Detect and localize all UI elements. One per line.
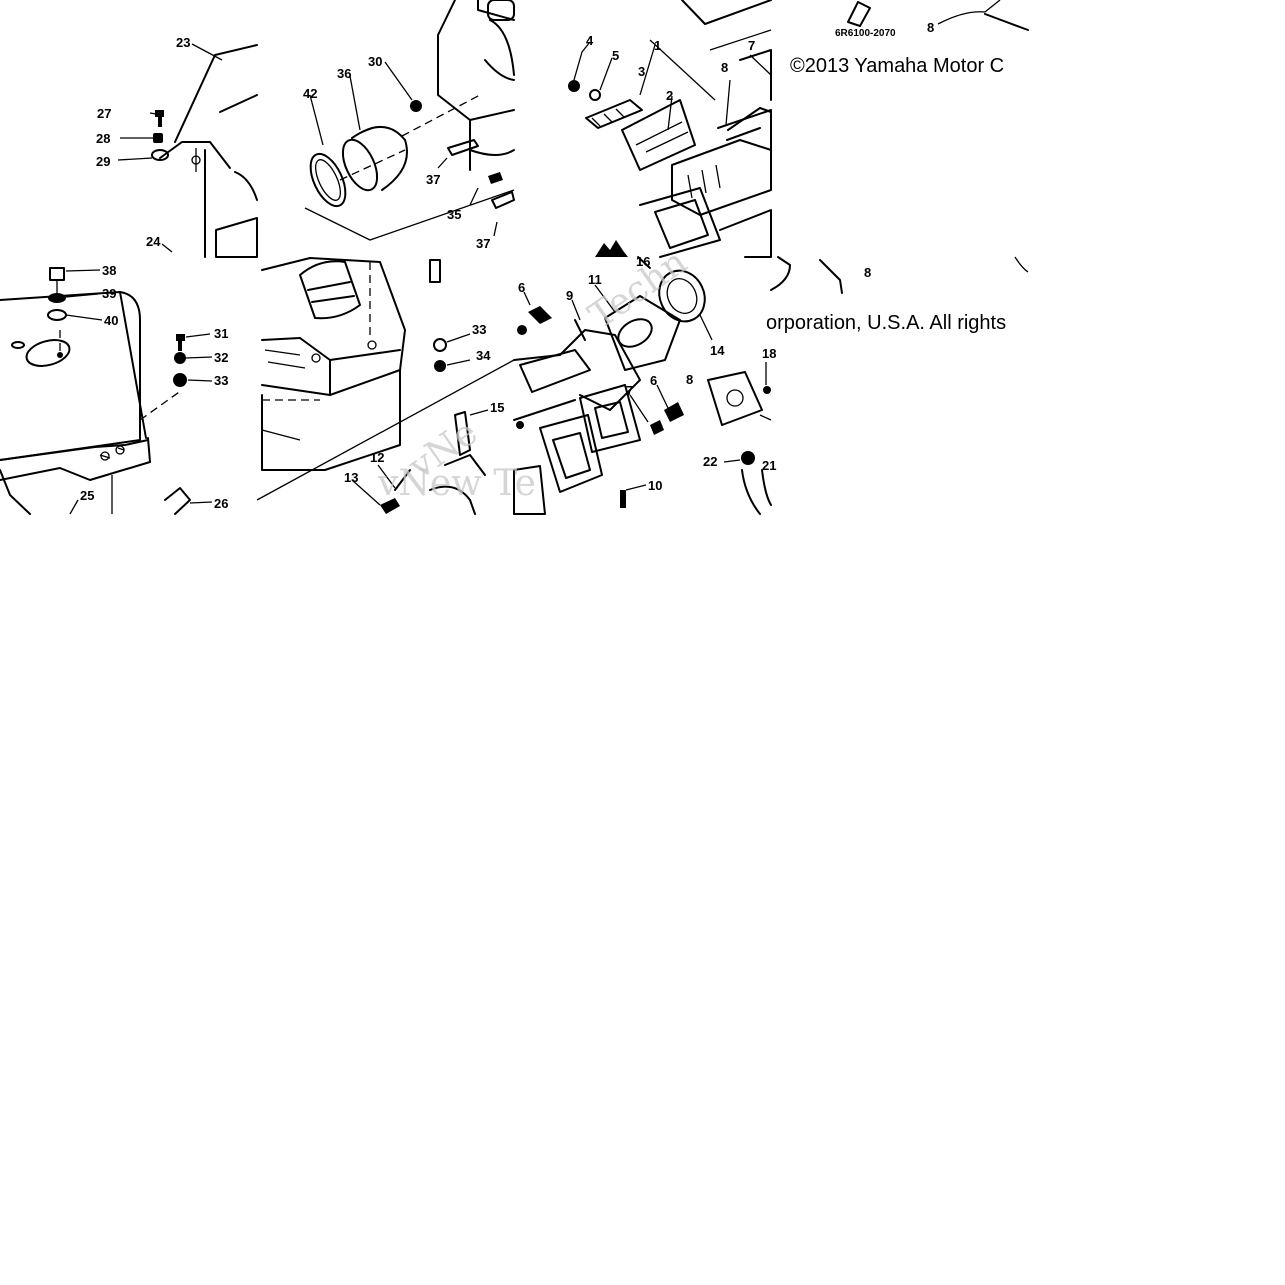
callout-8-header: 8: [927, 20, 934, 35]
callout-37b: 37: [476, 236, 490, 251]
callout-35: 35: [447, 207, 461, 222]
callout-39: 39: [102, 286, 116, 301]
callout-29: 29: [96, 154, 110, 169]
callout-16: 8: [686, 372, 693, 387]
callout-23: 23: [176, 35, 190, 50]
callout-27: 27: [97, 106, 111, 121]
callout-8: 8: [721, 60, 728, 75]
callout-12: 12: [370, 450, 384, 465]
callout-9: 9: [566, 288, 573, 303]
callout-42: 42: [303, 86, 317, 101]
callout-13: 13: [344, 470, 358, 485]
callout-11: 11: [588, 272, 602, 287]
watermark-text-2: vNew Te: [377, 463, 536, 504]
callout-18: 18: [762, 346, 776, 361]
callout-7: 7: [748, 38, 755, 53]
copyright-line-2: orporation, U.S.A. All rights: [766, 312, 1006, 334]
callout-2: 2: [666, 88, 673, 103]
callout-16-top: 16: [636, 254, 650, 269]
tile-air-box-case: 33 34 15 12 13: [256, 257, 515, 515]
callout-40: 40: [104, 313, 118, 328]
tile-header-copyright: 6R6100-2070 8 ©2013 Yamaha Motor C: [681, 0, 1029, 77]
callout-14: 14: [710, 343, 725, 358]
callout-21: 21: [762, 458, 776, 473]
tile-air-box-bracket: 23 27 28 29 24: [96, 35, 258, 258]
callout-5: 5: [612, 48, 619, 63]
callout-8-lower: 8: [864, 265, 871, 280]
callout-33b: 33: [472, 322, 486, 337]
callout-7b: 7: [626, 383, 633, 398]
tile-air-box-cover: 38 39 40 31 32 33 25 26: [0, 263, 228, 515]
callout-30: 30: [368, 54, 382, 69]
callout-4: 4: [586, 33, 594, 48]
copyright-line-1: ©2013 Yamaha Motor C: [790, 55, 1004, 77]
tile-air-box-intake: 30 36 42 37 35 37: [303, 0, 515, 251]
callout-31: 31: [214, 326, 228, 341]
tile-copyright-continued: 8 orporation, U.S.A. All rights: [766, 256, 1029, 334]
drawing-code: 6R6100-2070: [835, 28, 896, 39]
callout-26: 26: [214, 496, 228, 511]
callout-37: 37: [426, 172, 440, 187]
callout-15: 15: [490, 400, 504, 415]
callout-38: 38: [102, 263, 116, 278]
callout-3: 3: [638, 64, 645, 79]
callout-33: 33: [214, 373, 228, 388]
callout-1: 1: [654, 38, 661, 53]
tile-reed-valve: 4 5 1 3 2 7 8: [568, 29, 772, 258]
callout-10: 10: [648, 478, 662, 493]
callout-25: 25: [80, 488, 94, 503]
callout-32: 32: [214, 350, 228, 365]
tile-intake-manifold: 6 9 11 16 14 7 6 10 8 18 22 21: [513, 254, 776, 515]
callout-24: 24: [146, 234, 161, 249]
callout-6b: 6: [650, 373, 657, 388]
callout-36: 36: [337, 66, 351, 81]
callout-6: 6: [518, 280, 525, 295]
callout-34: 34: [476, 348, 491, 363]
callout-28: 28: [96, 131, 110, 146]
callout-22: 22: [703, 454, 717, 469]
watermark: Techn vNew Te vNe: [377, 241, 695, 504]
